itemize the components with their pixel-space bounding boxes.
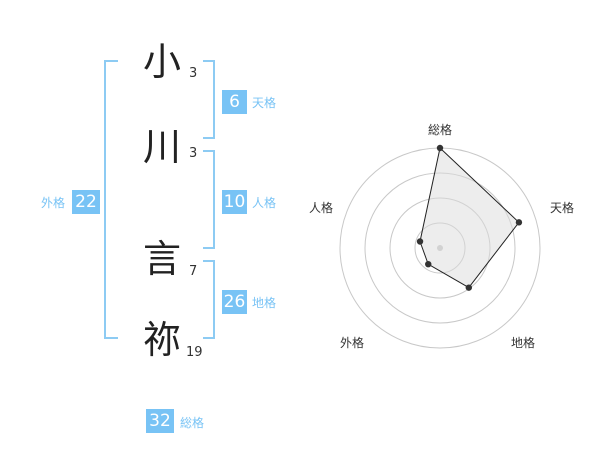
gaikaku-badge: 22 [72, 190, 100, 214]
stroke-count-4: 19 [186, 345, 203, 360]
stroke-count-2: 3 [189, 146, 198, 161]
soukaku-label: 総格 [180, 416, 205, 430]
jinkaku-badge: 10 [222, 190, 247, 214]
radar-point-5 [416, 238, 424, 245]
radar-point-4 [425, 260, 432, 268]
axis-label-tenkaku: 天格 [550, 201, 575, 215]
jinkaku-label: 人格 [252, 196, 277, 210]
soukaku-badge: 32 [146, 409, 174, 433]
jinkaku-bracket [203, 150, 215, 249]
axis-label-gaikaku: 外格 [340, 336, 365, 350]
gaikaku-bracket [104, 60, 118, 339]
axis-label-chikaku: 地格 [511, 336, 536, 350]
name-char-4: 祢 [142, 318, 181, 362]
name-char-3: 言 [142, 237, 181, 281]
radar-point-3 [465, 284, 473, 291]
radar-point-1 [436, 144, 444, 152]
chikaku-badge: 26 [222, 290, 247, 314]
stroke-count-3: 7 [189, 264, 198, 279]
radar-area [419, 147, 520, 289]
chikaku-label: 地格 [252, 296, 277, 310]
radar-point-2 [515, 219, 523, 226]
radar-chart [339, 144, 541, 349]
chikaku-bracket [203, 260, 215, 339]
stroke-count-1: 3 [189, 66, 198, 81]
axis-label-soukaku: 総格 [428, 123, 453, 137]
axis-label-jinkaku: 人格 [309, 201, 334, 215]
tenkaku-badge: 6 [222, 90, 247, 114]
gaikaku-label: 外格 [41, 196, 66, 210]
tenkaku-label: 天格 [252, 96, 277, 110]
tenkaku-bracket [203, 60, 215, 139]
name-char-2: 川 [142, 125, 181, 169]
name-char-1: 小 [142, 40, 181, 84]
